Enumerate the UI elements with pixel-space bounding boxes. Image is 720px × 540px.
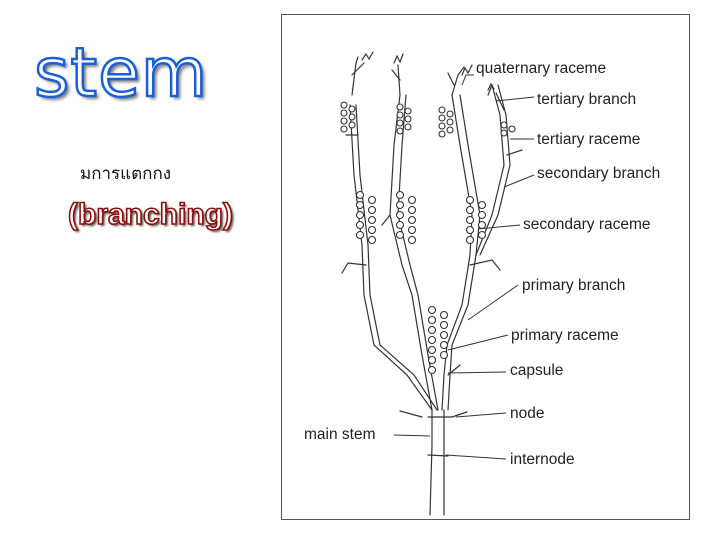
branching-diagram-frame: quaternary raceme tertiary branch tertia… xyxy=(281,14,690,520)
label-primary-branch: primary branch xyxy=(522,277,625,294)
label-secondary-raceme: secondary raceme xyxy=(523,216,651,233)
label-tertiary-branch: tertiary branch xyxy=(537,91,636,108)
label-main-stem: main stem xyxy=(304,426,376,443)
slide-subtitle-thai: มการแตกกง xyxy=(80,164,172,184)
label-tertiary-raceme: tertiary raceme xyxy=(537,131,640,148)
label-capsule: capsule xyxy=(510,362,563,379)
slide-subtitle: (branching) xyxy=(67,197,234,232)
capsules xyxy=(340,101,516,375)
label-internode: internode xyxy=(510,451,575,468)
label-quaternary-raceme: quaternary raceme xyxy=(476,60,606,77)
label-secondary-branch: secondary branch xyxy=(537,165,660,182)
plant-drawing xyxy=(341,51,523,516)
label-primary-raceme: primary raceme xyxy=(511,327,619,344)
branching-diagram: quaternary raceme tertiary branch tertia… xyxy=(304,51,660,516)
slide-title: stem xyxy=(33,34,209,113)
label-node: node xyxy=(510,405,544,422)
main-stem-shape xyxy=(429,409,445,516)
label-leaders xyxy=(393,74,535,460)
